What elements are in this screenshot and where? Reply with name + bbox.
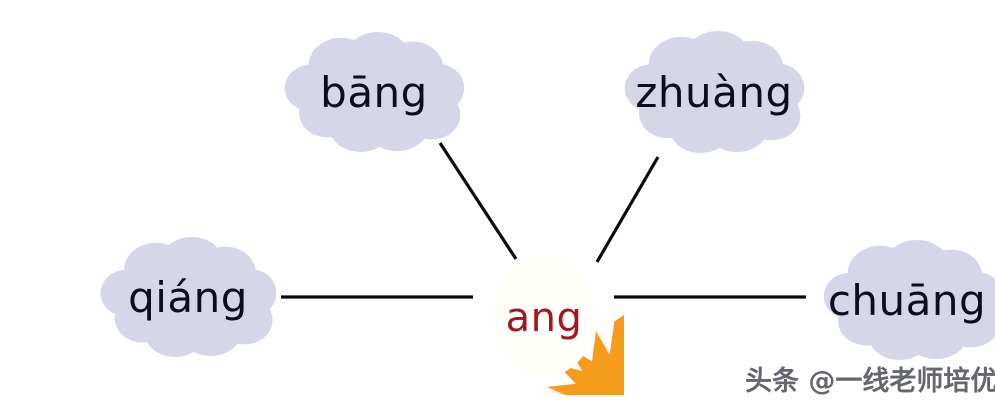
node-bang[interactable]: bāng xyxy=(285,32,465,152)
connector-group xyxy=(281,142,806,299)
center-node-ang[interactable]: ang xyxy=(492,253,701,406)
node-qiang[interactable]: qiáng xyxy=(101,237,277,357)
node-zhuang[interactable]: zhuàng xyxy=(625,31,805,153)
watermark: 头条 @一线老师培优 xyxy=(745,366,995,397)
node-label-chuang: chuāng xyxy=(828,276,986,325)
node-label-qiang: qiáng xyxy=(128,273,248,322)
connector-zhuang xyxy=(595,156,660,263)
node-label-zhuang: zhuàng xyxy=(635,68,792,117)
node-label-bang: bāng xyxy=(320,68,428,117)
center-node-label: ang xyxy=(506,295,583,341)
node-chuang[interactable]: chuāng xyxy=(824,240,995,360)
sun-core xyxy=(492,253,596,377)
connector-bang xyxy=(438,142,518,260)
